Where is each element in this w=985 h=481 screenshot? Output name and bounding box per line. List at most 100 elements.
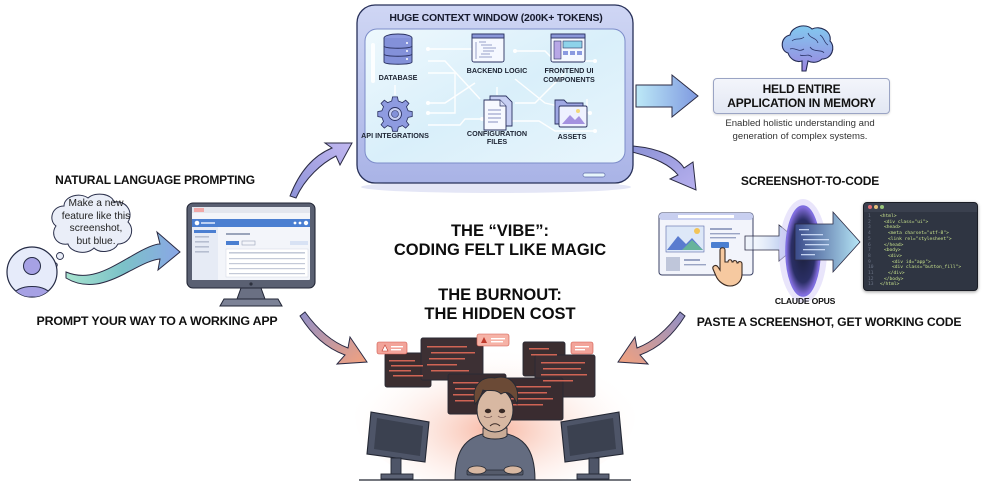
editor-titlebar	[864, 203, 977, 212]
code-line: 4 <meta charset="utf-8">	[868, 231, 977, 237]
line-number: 11	[868, 271, 874, 277]
warning-alerts	[376, 333, 594, 355]
context-window-title: HUGE CONTEXT WINDOW (200K+ TOKENS)	[389, 12, 603, 24]
memory-title-line2: APPLICATION IN MEMORY	[727, 96, 876, 110]
code-text: </head>	[884, 242, 904, 248]
context-window-frame: DATABASE BACKEND LOGIC FRONTEND UI COMPO…	[356, 4, 634, 193]
maximize-dot-icon[interactable]	[880, 205, 884, 209]
code-line: 9 <div id="app">	[868, 260, 977, 266]
code-text: <link rel="stylesheet">	[888, 236, 952, 242]
code-line: 7 <body>	[868, 248, 977, 254]
code-line: 5 <link rel="stylesheet">	[868, 237, 977, 243]
bubble-line: feature like this	[61, 210, 131, 222]
code-text: <div class="ui">	[884, 219, 929, 225]
prompting-heading: NATURAL LANGUAGE PROMPTING	[55, 173, 255, 187]
tired-developer-icon	[454, 376, 536, 481]
arrow-context-to-memory	[635, 73, 699, 119]
code-text: <div id="app">	[892, 259, 931, 265]
bubble-line: Make a new	[68, 198, 124, 209]
thought-bubble	[51, 193, 133, 268]
layout-icon	[550, 33, 586, 63]
screenshot-browser-icon	[658, 212, 754, 287]
burnout-line2: THE HIDDEN COST	[424, 305, 576, 323]
line-number: 5	[868, 236, 871, 242]
arrow-context-to-screenshot	[631, 145, 697, 191]
code-text: <div>	[888, 253, 902, 259]
vibe-title: THE “VIBE”: CODING FELT LIKE MAGIC	[370, 222, 630, 260]
screenshot-heading: SCREENSHOT-TO-CODE	[740, 174, 880, 188]
code-text: <div class="button_fill">	[892, 265, 962, 271]
screenshot-caption: PASTE A SCREENSHOT, GET WORKING CODE	[696, 315, 962, 329]
arrow-monitor-to-context	[289, 142, 353, 199]
database-icon	[383, 33, 413, 65]
line-number: 10	[868, 265, 874, 271]
arrow-person-to-monitor	[65, 230, 181, 285]
portal-icon	[779, 199, 861, 303]
code-line: 2 <div class="ui">	[868, 220, 977, 226]
monitor-app-icon	[186, 202, 316, 307]
line-number: 7	[868, 248, 871, 254]
portal-label: CLAUDE OPUS	[774, 296, 836, 306]
line-number: 9	[868, 259, 871, 265]
vibe-line1: THE “VIBE”:	[450, 222, 550, 240]
code-text: <meta charset="utf-8">	[888, 231, 949, 237]
memory-title-line1: HELD ENTIRE	[762, 82, 841, 96]
line-number: 1	[868, 214, 871, 219]
connection-lines	[394, 48, 595, 132]
node-label-config-1: CONFIGURATION	[467, 129, 527, 138]
right-monitor-icon	[560, 411, 624, 480]
line-number: 12	[868, 276, 874, 282]
memory-desc-line2: generation of complex systems.	[732, 130, 868, 142]
left-monitor-icon	[366, 411, 430, 480]
arrow-code-to-burnout	[617, 311, 686, 365]
code-text: </body>	[884, 276, 904, 282]
code-editor-window: 1 <html> 2 <div class="ui"> 3 <head> 4 <meta ch…	[863, 202, 978, 291]
line-number: 13	[868, 282, 874, 288]
gear-icon	[377, 96, 413, 132]
node-label-config-2: FILES	[487, 137, 508, 146]
node-label-api: API INTEGRATIONS	[361, 131, 429, 140]
code-line: 6 </head>	[868, 243, 977, 249]
code-line: 13 </html>	[868, 282, 977, 288]
brain-icon	[781, 25, 834, 72]
code-line: 10 <div class="button_fill">	[868, 265, 977, 271]
line-number: 2	[868, 219, 871, 225]
node-label-frontend-2: COMPONENTS	[543, 75, 595, 84]
bubble-line: but blue.	[76, 235, 116, 247]
memory-section: HELD ENTIRE APPLICATION IN MEMORY Enable…	[705, 20, 905, 150]
burnout-line1: THE BURNOUT:	[438, 286, 562, 304]
prompting-caption: PROMPT YOUR WAY TO A WORKING APP	[36, 314, 278, 328]
code-window-icon	[471, 33, 505, 63]
vibe-line2: CODING FELT LIKE MAGIC	[393, 241, 607, 259]
bubble-text: Make a new feature like this screenshot,…	[58, 198, 134, 248]
code-text: <html>	[880, 214, 897, 219]
line-number: 6	[868, 242, 871, 248]
memory-title-box: HELD ENTIRE APPLICATION IN MEMORY	[713, 78, 890, 114]
code-text: <body>	[884, 248, 901, 254]
node-label-assets: ASSETS	[558, 132, 587, 141]
bubble-line: screenshot,	[69, 223, 123, 234]
hand-cursor-icon	[712, 247, 743, 287]
line-number: 8	[868, 253, 871, 259]
code-line: 11 </div>	[868, 271, 977, 277]
document-icon	[483, 95, 513, 131]
line-number: 3	[868, 225, 871, 231]
minimize-dot-icon[interactable]	[874, 205, 878, 209]
code-line: 1 <html>	[868, 214, 977, 220]
node-label-backend: BACKEND LOGIC	[467, 66, 528, 75]
code-line: 12 </body>	[868, 277, 977, 283]
close-dot-icon[interactable]	[868, 205, 872, 209]
memory-desc-line1: Enabled holistic understanding and	[725, 118, 875, 129]
code-text: <head>	[884, 225, 901, 231]
context-window-panel: DATABASE BACKEND LOGIC FRONTEND UI COMPO…	[355, 3, 637, 193]
code-line: 8 <div>	[868, 254, 977, 260]
code-text: </div>	[888, 271, 905, 277]
node-label-database: DATABASE	[379, 73, 418, 82]
arrow-app-to-burnout	[299, 311, 368, 365]
code-text: </html>	[880, 282, 900, 288]
code-lines: 1 <html> 2 <div class="ui"> 3 <head> 4 <meta ch…	[864, 212, 977, 288]
node-label-frontend-1: FRONTEND UI	[544, 66, 593, 75]
burnout-title: THE BURNOUT: THE HIDDEN COST	[370, 286, 630, 324]
line-number: 4	[868, 231, 871, 237]
